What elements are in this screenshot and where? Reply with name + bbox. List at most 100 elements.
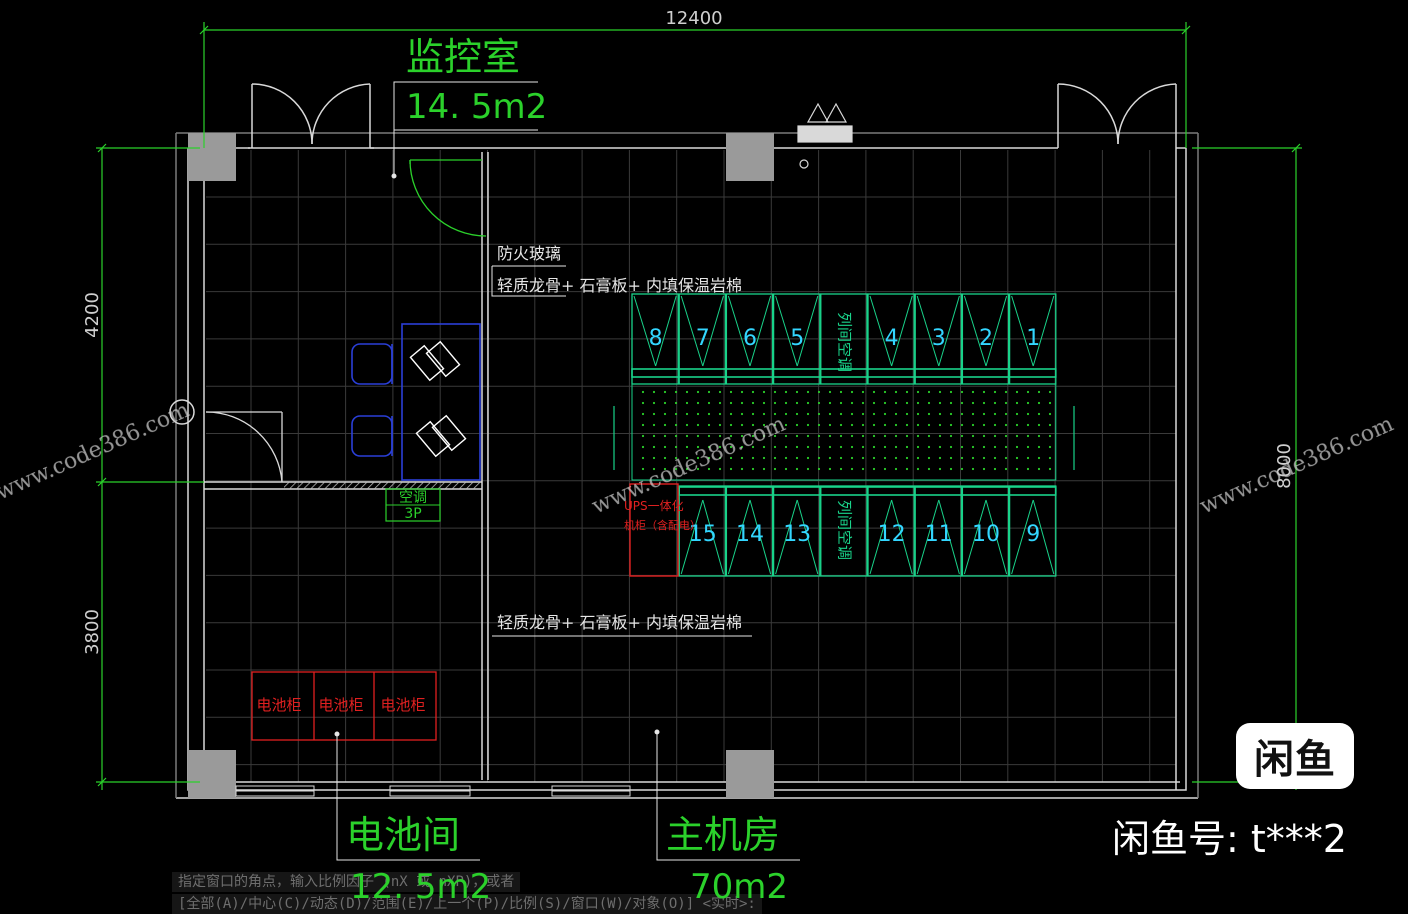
aisle-floor-vent xyxy=(982,467,986,471)
dimension-total-width: 12400 xyxy=(665,8,722,29)
aisle-floor-vent xyxy=(1026,456,1030,460)
aisle-floor-vent xyxy=(971,467,975,471)
aisle-floor-vent xyxy=(718,390,722,394)
aisle-floor-vent xyxy=(938,456,942,460)
aisle-floor-vent xyxy=(839,467,843,471)
rack-number: 11 xyxy=(925,522,953,547)
aisle-floor-vent xyxy=(861,456,865,460)
aisle-floor-vent xyxy=(762,456,766,460)
aisle-floor-vent xyxy=(982,434,986,438)
aisle-floor-vent xyxy=(674,423,678,427)
aisle-floor-vent xyxy=(751,445,755,449)
aisle-floor-vent xyxy=(663,401,667,405)
aisle-floor-vent xyxy=(740,467,744,471)
aisle-floor-vent xyxy=(916,456,920,460)
rack-number: 13 xyxy=(783,522,811,547)
aisle-floor-vent xyxy=(982,412,986,416)
rack-diagonal xyxy=(680,295,704,367)
aisle-floor-vent xyxy=(795,434,799,438)
room-name-battery: 电池间 xyxy=(346,813,460,857)
rack-number: 9 xyxy=(1026,522,1040,547)
aisle-floor-vent xyxy=(740,401,744,405)
aisle-floor-vent xyxy=(828,390,832,394)
aisle-floor-vent xyxy=(685,445,689,449)
aisle-floor-vent xyxy=(652,423,656,427)
aisle-floor-vent xyxy=(1026,434,1030,438)
rack-diagonal xyxy=(916,295,940,367)
aisle-floor-vent xyxy=(685,467,689,471)
aisle-floor-vent xyxy=(729,434,733,438)
aisle-floor-vent xyxy=(773,390,777,394)
aisle-floor-vent xyxy=(850,456,854,460)
rack-diagonal xyxy=(938,295,960,367)
aisle-floor-vent xyxy=(850,434,854,438)
aisle-floor-vent xyxy=(938,445,942,449)
entrance-double-door-left xyxy=(248,83,374,149)
battery-cabinet-label: 电池柜 xyxy=(380,696,425,714)
aisle-floor-vent xyxy=(729,467,733,471)
aisle-floor-vent xyxy=(707,401,711,405)
aisle-floor-vent xyxy=(960,412,964,416)
rack-diagonal xyxy=(702,499,724,575)
aisle-floor-vent xyxy=(729,412,733,416)
aisle-floor-vent xyxy=(894,445,898,449)
aisle-floor-vent xyxy=(894,412,898,416)
aisle-floor-vent xyxy=(916,423,920,427)
aisle-floor-vent xyxy=(740,390,744,394)
aisle-floor-vent xyxy=(729,401,733,405)
rack-number: 15 xyxy=(689,522,717,547)
aisle-floor-vent xyxy=(1015,401,1019,405)
aisle-floor-vent xyxy=(938,390,942,394)
aisle-floor-vent xyxy=(872,456,876,460)
aisle-floor-vent xyxy=(773,445,777,449)
aisle-floor-vent xyxy=(982,423,986,427)
aisle-floor-vent xyxy=(707,445,711,449)
aisle-floor-vent xyxy=(949,401,953,405)
rack-diagonal xyxy=(796,499,819,575)
aisle-floor-vent xyxy=(707,423,711,427)
aisle-floor-vent xyxy=(850,445,854,449)
aisle-floor-vent xyxy=(817,401,821,405)
rack-number: 7 xyxy=(696,326,710,351)
aisle-floor-vent xyxy=(927,401,931,405)
aisle-floor-vent xyxy=(872,390,876,394)
aisle-floor-vent xyxy=(850,390,854,394)
wall-spec-note-lower: 轻质龙骨+ 石膏板+ 内填保温岩棉 xyxy=(497,613,742,632)
dimension-left-upper: 4200 xyxy=(82,292,103,338)
rack-diagonal xyxy=(963,499,987,575)
aisle-floor-vent xyxy=(828,456,832,460)
aisle-floor-vent xyxy=(674,401,678,405)
aisle-floor-vent xyxy=(949,390,953,394)
rack-diagonal xyxy=(680,499,704,575)
aisle-floor-vent xyxy=(762,445,766,449)
aisle-floor-vent xyxy=(993,445,997,449)
aisle-floor-vent xyxy=(784,401,788,405)
aisle-floor-vent xyxy=(1004,445,1008,449)
server-rack xyxy=(867,485,915,577)
rack-number: 10 xyxy=(972,522,1000,547)
aisle-floor-vent xyxy=(663,390,667,394)
aisle-floor-vent xyxy=(652,456,656,460)
aisle-floor-vent xyxy=(751,456,755,460)
aisle-floor-vent xyxy=(674,445,678,449)
rack-number: 4 xyxy=(885,326,899,351)
aisle-floor-vent xyxy=(861,434,865,438)
watermark-left: www.code386.com xyxy=(0,398,193,506)
aisle-floor-vent xyxy=(839,445,843,449)
aisle-floor-vent xyxy=(861,423,865,427)
aisle-floor-vent xyxy=(663,412,667,416)
wall-ac-unit: 空调 3P xyxy=(385,488,441,522)
rack-diagonal xyxy=(1032,499,1055,575)
aisle-floor-vent xyxy=(839,423,843,427)
aisle-floor-vent xyxy=(828,423,832,427)
aisle-floor-vent xyxy=(751,423,755,427)
aisle-floor-vent xyxy=(729,390,733,394)
rack-diagonal xyxy=(749,499,772,575)
aisle-floor-vent xyxy=(916,445,920,449)
aisle-floor-vent xyxy=(927,412,931,416)
aisle-floor-vent xyxy=(1037,412,1041,416)
room-name-server: 主机房 xyxy=(666,813,780,857)
aisle-floor-vent xyxy=(652,401,656,405)
aisle-floor-vent xyxy=(718,423,722,427)
aisle-floor-vent xyxy=(960,390,964,394)
